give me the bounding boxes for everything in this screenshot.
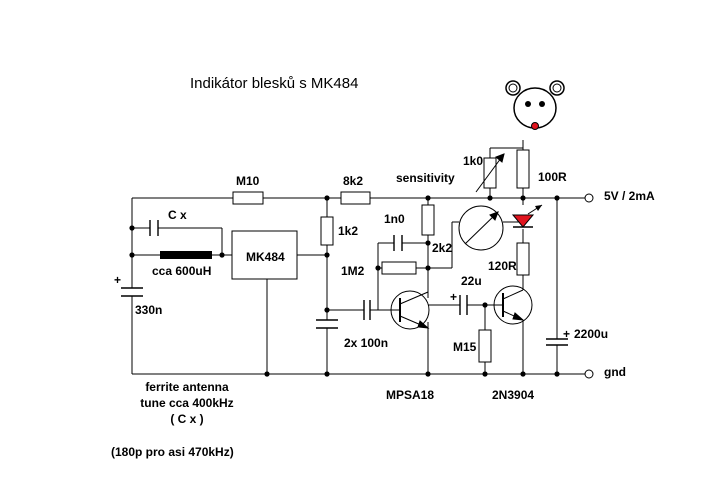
label-2200u: 2200u — [574, 327, 609, 341]
label-supply: 5V / 2mA — [604, 189, 655, 203]
note-line4: (180p pro asi 470kHz) — [111, 445, 234, 459]
label-plus-330n: + — [114, 273, 122, 287]
led-icon — [511, 204, 543, 228]
resistor-1m2 — [381, 261, 417, 275]
capacitor-100n-a — [316, 319, 338, 329]
inductor-ferrite — [160, 251, 212, 259]
label-120r: 120R — [488, 259, 517, 273]
capacitor-330n — [121, 287, 143, 297]
capacitor-1n0 — [393, 235, 403, 251]
transistor-mpsa18 — [390, 290, 430, 330]
pot-wiper-arrow — [475, 153, 505, 193]
page-title: Indikátor blesků s MK484 — [190, 75, 359, 92]
note-line2: tune cca 400kHz — [140, 396, 234, 410]
label-sensitivity: sensitivity — [396, 171, 455, 185]
label-plus-22u: + — [450, 290, 458, 304]
label-2x100n: 2x 100n — [344, 336, 389, 350]
label-plus-2200u: + — [563, 327, 571, 341]
gnd-terminal — [584, 369, 594, 379]
capacitor-2200u — [546, 338, 568, 346]
label-m15: M15 — [453, 340, 477, 354]
note-line3: ( C x ) — [170, 412, 204, 426]
label-1m2: 1M2 — [341, 264, 365, 278]
resistor-8k2 — [340, 191, 371, 205]
capacitor-cx — [149, 220, 159, 236]
resistor-m10 — [232, 191, 264, 205]
junction-dots — [129, 195, 560, 377]
capacitor-22u — [459, 295, 468, 315]
meter-icon — [458, 205, 504, 251]
resistor-120r — [516, 242, 530, 276]
supply-terminal — [584, 193, 594, 203]
resistor-1k2 — [320, 216, 334, 246]
note-line1: ferrite antenna — [145, 380, 229, 394]
mouse-icon — [505, 80, 565, 130]
label-inductor: cca 600uH — [152, 264, 212, 278]
capacitor-100n-b — [363, 300, 371, 320]
label-mk484: MK484 — [246, 250, 285, 264]
label-gnd: gnd — [604, 365, 626, 379]
label-1k0: 1k0 — [463, 154, 484, 168]
transistor-2n3904 — [493, 285, 533, 325]
label-1n0: 1n0 — [384, 212, 405, 226]
label-8k2: 8k2 — [343, 174, 364, 188]
label-1k2: 1k2 — [338, 224, 359, 238]
ic-mk484 — [231, 230, 298, 280]
label-330n: 330n — [135, 303, 163, 317]
resistor-100r — [516, 149, 530, 189]
label-2k2: 2k2 — [432, 241, 453, 255]
label-2n3904: 2N3904 — [492, 388, 535, 402]
label-22u: 22u — [461, 274, 482, 288]
label-cx: C x — [168, 208, 187, 222]
label-mpsa18: MPSA18 — [386, 388, 435, 402]
label-100r: 100R — [538, 170, 567, 184]
resistor-m15 — [478, 329, 492, 363]
label-m10: M10 — [236, 174, 260, 188]
resistor-2k2 — [421, 204, 435, 236]
